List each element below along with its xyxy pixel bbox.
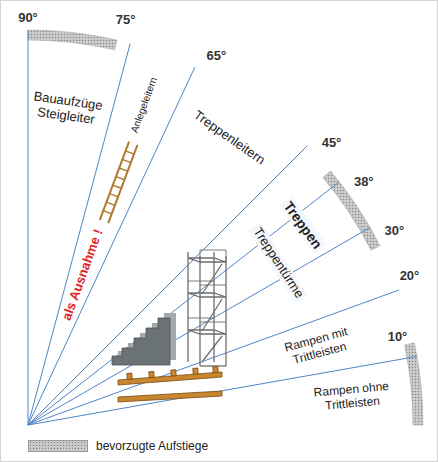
preferred-band (28, 30, 423, 425)
angle-sector: Bauaufzüge Steigleiter (28, 40, 128, 425)
ramp-with-cleats (118, 366, 222, 385)
angle-label: 10° (388, 329, 408, 344)
angle-ray (28, 30, 29, 425)
angle-ray (28, 182, 339, 425)
scaffold-tower (188, 250, 226, 366)
sector-label: Rampen ohne Trittleisten (299, 378, 405, 415)
angle-label: 20° (400, 267, 420, 282)
legend-swatch (28, 440, 88, 452)
ladder-rung (116, 177, 124, 180)
sector-label: Rampen mit Trittleisten (266, 321, 370, 374)
angle-ray (28, 356, 417, 425)
sector-fill (28, 358, 413, 425)
angle-label: 38° (354, 174, 374, 189)
angle-sector: Rampen ohne Trittleisten (28, 358, 413, 425)
angle-label: 30° (385, 223, 405, 238)
sector-fill (28, 76, 300, 425)
sector-fill (28, 53, 191, 425)
ladder-rung (103, 211, 111, 214)
preferred-band (28, 30, 117, 50)
angle-label: 45° (322, 134, 342, 149)
legend-text: bevorzugte Aufstiege (96, 439, 208, 453)
sector-shape (28, 76, 300, 425)
angle-rays (28, 30, 417, 425)
stairs-figure (112, 313, 176, 365)
angle-label: 75° (116, 11, 136, 26)
ladder-rung (113, 185, 121, 188)
ramp-plain (118, 391, 222, 402)
ladder-rung (122, 159, 130, 162)
warning-note: als Ausnahme ! (59, 227, 106, 322)
ladder-rung (126, 151, 134, 154)
angle-label: 65° (207, 48, 227, 63)
sector-heading: Treppen (279, 196, 328, 254)
ladder-rung (110, 194, 118, 197)
ladder-rung (106, 202, 114, 205)
angle-sector: Treppenleitern (28, 76, 300, 425)
angle-label: 90° (18, 10, 38, 25)
ladder-figure (100, 142, 137, 222)
sector-label: Bauaufzüge Steigleiter (22, 89, 111, 131)
sector-label: Treppenleitern (190, 108, 267, 168)
ladder-rung (119, 168, 127, 171)
sector-label: Anlegeleitern (129, 76, 160, 135)
sector-fill (28, 293, 407, 425)
preferred-band (405, 343, 423, 425)
